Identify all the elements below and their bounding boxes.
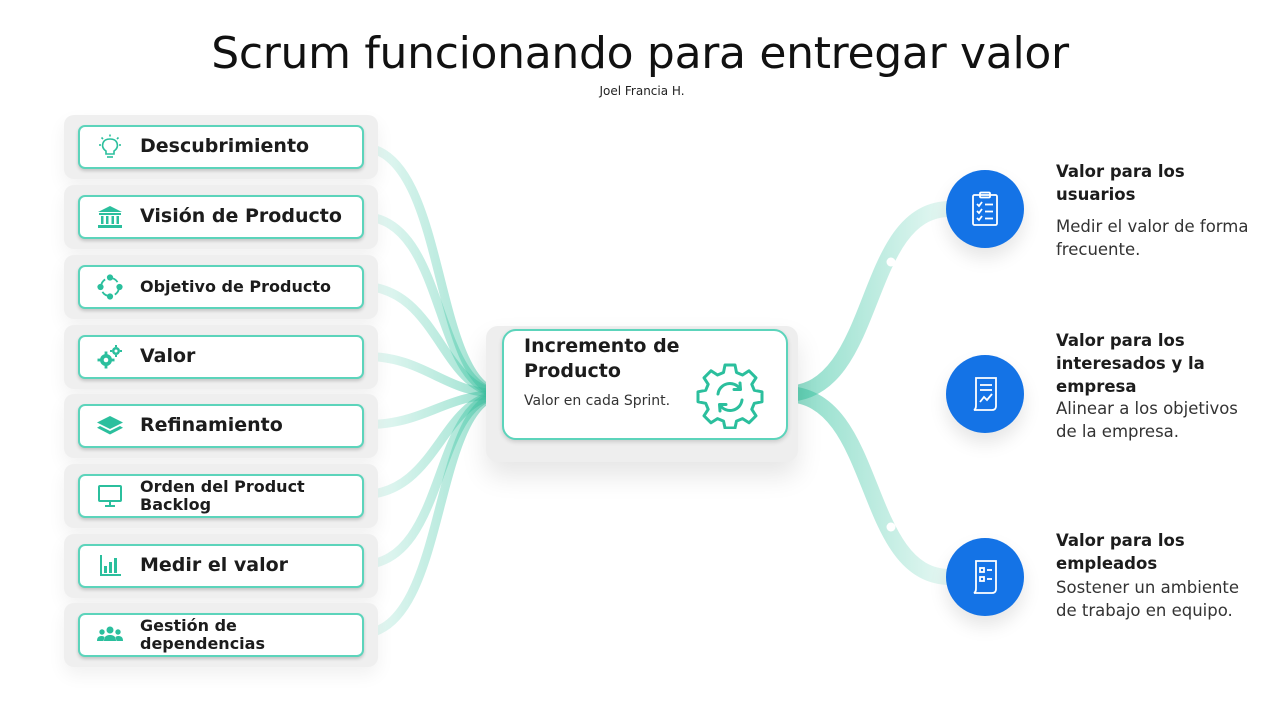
input-item-valor: Valor xyxy=(64,325,378,389)
input-item-label: Refinamiento xyxy=(140,414,283,437)
input-item-label: Medir el valor xyxy=(140,554,289,577)
input-item-vision: Visión de Producto xyxy=(64,185,378,249)
flow-right-1 xyxy=(784,201,951,402)
increment-card: Incremento de Producto Valor en cada Spr… xyxy=(502,329,788,440)
input-item-label: Gestión de dependencias xyxy=(140,616,265,653)
report-icon xyxy=(946,355,1024,433)
page-author: Joel Francia H. xyxy=(599,84,685,98)
output-text: Alinear a los objetivos de la empresa. xyxy=(1056,399,1238,441)
output-text: Medir el valor de forma frecuente. xyxy=(1056,217,1249,259)
output-title: Valor para los empleados xyxy=(1056,531,1185,573)
input-item-label: Valor xyxy=(140,345,196,368)
input-item-orden-backlog: Orden del Product Backlog xyxy=(64,464,378,528)
input-item-label: Visión de Producto xyxy=(140,205,342,228)
input-item-medir: Medir el valor xyxy=(64,534,378,598)
page-title: Scrum funcionando para entregar valor xyxy=(211,28,1069,79)
form-icon xyxy=(946,538,1024,616)
lightbulb-icon xyxy=(80,127,140,167)
input-item-descubrimiento: Descubrimiento xyxy=(64,115,378,179)
flow-left-4 xyxy=(359,351,506,399)
input-item-objetivo: Objetivo de Producto xyxy=(64,255,378,319)
flow-dot xyxy=(886,522,896,532)
target-cycle-icon xyxy=(80,267,140,307)
increment-text: Valor en cada Sprint. xyxy=(524,393,671,409)
gears-icon xyxy=(80,337,140,377)
increment-title: Incremento de Producto xyxy=(524,335,680,382)
flow-right-3 xyxy=(784,386,951,585)
flow-dot xyxy=(886,257,896,267)
input-item-label: Descubrimiento xyxy=(140,135,310,158)
output-title: Valor para los usuarios xyxy=(1056,162,1185,204)
input-item-dependencias: Gestión de dependencias xyxy=(64,603,378,667)
input-item-label: Orden del Product Backlog xyxy=(140,477,305,514)
output-title: Valor para los interesados y la empresa xyxy=(1056,331,1205,396)
monitor-icon xyxy=(80,476,140,516)
flow-dot xyxy=(886,389,896,399)
input-item-label: Objetivo de Producto xyxy=(140,277,331,297)
checklist-icon xyxy=(946,170,1024,248)
layers-icon xyxy=(80,406,140,446)
bank-icon xyxy=(80,197,140,237)
input-item-refinamiento: Refinamiento xyxy=(64,394,378,458)
output-text: Sostener un ambiente de trabajo en equip… xyxy=(1056,578,1240,620)
flow-left-8 xyxy=(359,389,506,639)
bar-chart-icon xyxy=(80,546,140,586)
gear-refresh-icon xyxy=(696,361,764,430)
people-icon xyxy=(80,615,140,655)
